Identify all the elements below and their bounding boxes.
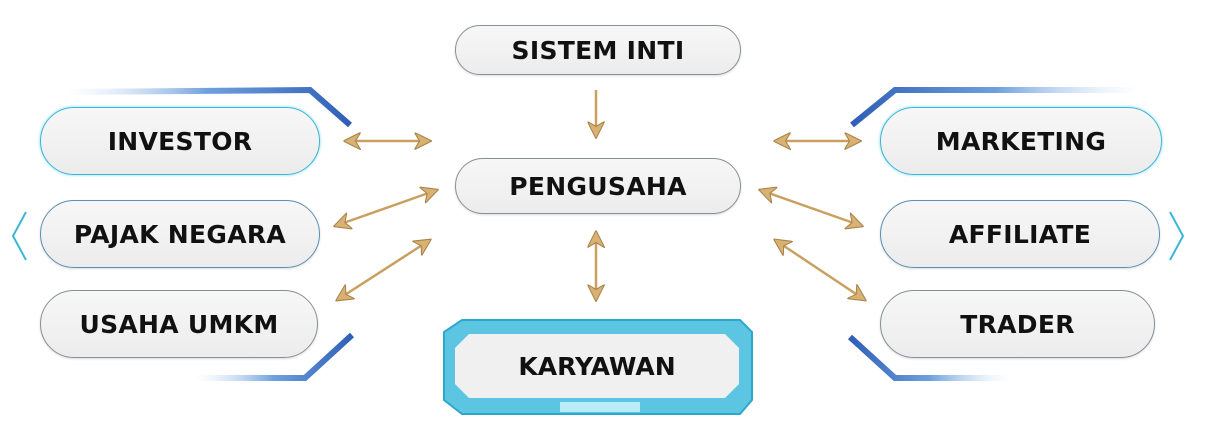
node-label: PAJAK NEGARA: [73, 219, 287, 249]
node-pajak-negara: PAJAK NEGARA: [40, 200, 320, 268]
node-pengusaha: PENGUSAHA: [455, 158, 741, 214]
node-label: SISTEM INTI: [511, 35, 685, 65]
corner-bracket-bottom-right: [847, 334, 1010, 381]
node-marketing: MARKETING: [880, 107, 1162, 175]
node-label: INVESTOR: [107, 126, 253, 156]
node-trader: TRADER: [880, 290, 1155, 358]
arrow-affiliate: [760, 190, 862, 226]
corner-bracket-top-left: [64, 86, 352, 128]
arrow-trader: [775, 240, 865, 300]
node-label: USAHA UMKM: [79, 309, 279, 339]
node-investor: INVESTOR: [40, 107, 320, 175]
node-label: PENGUSAHA: [509, 171, 687, 201]
node-label: MARKETING: [935, 126, 1107, 156]
node-affiliate: AFFILIATE: [880, 200, 1160, 268]
node-label: AFFILIATE: [948, 219, 1092, 249]
chevron-left-icon[interactable]: [11, 211, 27, 261]
node-label: TRADER: [960, 309, 1075, 339]
node-sistem-inti: SISTEM INTI: [455, 25, 741, 75]
corner-bracket-bottom-left: [195, 332, 355, 381]
corner-bracket-top-right: [850, 87, 1140, 128]
node-usaha-umkm: USAHA UMKM: [40, 290, 318, 358]
node-label: KARYAWAN: [518, 351, 676, 381]
arrow-pajak-negara: [335, 190, 437, 226]
chevron-right-icon[interactable]: [1169, 211, 1185, 261]
arrow-usaha-umkm: [337, 240, 430, 300]
node-karyawan: KARYAWAN: [455, 334, 739, 398]
